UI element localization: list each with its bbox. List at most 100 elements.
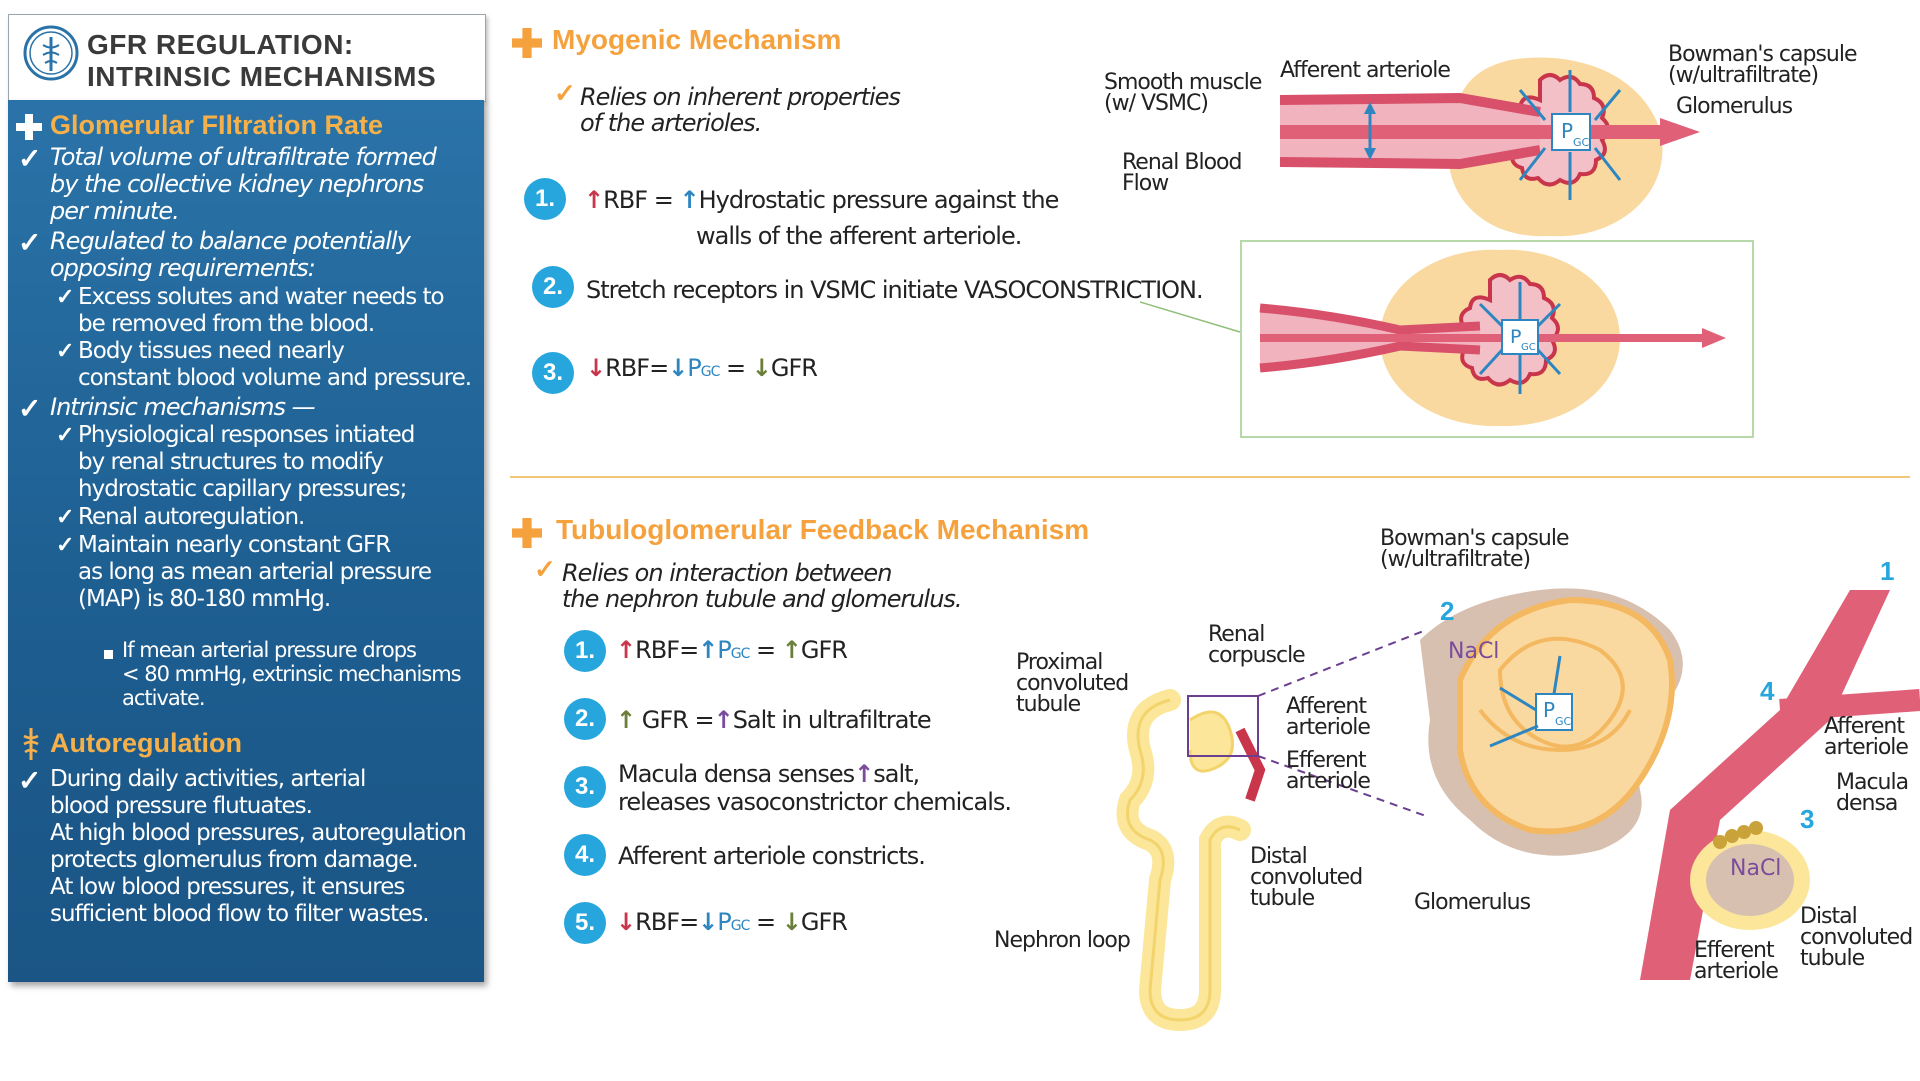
nephron-diagram <box>1116 689 1266 1032</box>
myogenic-diagram-normal: P GC <box>1279 57 1700 237</box>
myogenic-diagram-constricted: P GC <box>1259 249 1726 427</box>
tgf-step-4: Afferent arteriole constricts. <box>618 842 926 870</box>
step-number: 3. <box>532 352 574 394</box>
tgf-diagram: P GC NaCl NaCl 1 2 3 4 <box>1420 560 1920 980</box>
check-icon: ✓ <box>534 554 556 584</box>
myogenic-step-1: ↑RBF = ↑Hydrostatic pressure against the <box>584 186 1059 214</box>
renal-blood-flow-label: Renal Blood Flow <box>1122 150 1242 196</box>
myogenic-step-2: Stretch receptors in VSMC initiate VASOC… <box>586 276 1204 304</box>
check-icon: ✓ <box>56 504 75 529</box>
check-icon: ✓ <box>18 765 42 796</box>
gfr-point-2: Regulated to balance potentially opposin… <box>50 227 411 282</box>
section-divider <box>510 476 1910 478</box>
bowmans-capsule-label: Bowman's capsule (w/ultrafiltrate) <box>1668 42 1857 88</box>
check-icon: ✓ <box>18 393 42 424</box>
step-number: 2. <box>564 698 606 740</box>
step-number: 4. <box>564 834 606 876</box>
check-icon: ✓ <box>18 143 42 174</box>
distal-tubule-big-label: Distal convoluted tubule <box>1800 904 1913 971</box>
renal-corpuscle-label: Renal corpuscle <box>1208 622 1306 668</box>
tgf-relies: Relies on interaction between the nephro… <box>562 559 963 613</box>
callout-line <box>1140 301 1241 333</box>
intrinsic-point-2: Renal autoregulation. <box>78 504 305 530</box>
plus-icon <box>512 518 542 548</box>
nephron-loop-label: Nephron loop <box>994 928 1131 953</box>
svg-text:4: 4 <box>1760 676 1775 706</box>
gfr-info-panel: Glomerular FIltration Rate ✓ Total volum… <box>8 100 484 982</box>
svg-text:1: 1 <box>1880 560 1894 586</box>
requirement-1: Excess solutes and water needs to be rem… <box>78 284 445 337</box>
down-arrow-icon: ↓ <box>781 908 802 936</box>
pgc-p-label: P <box>1561 119 1573 143</box>
proximal-tubule-label: Proximal convoluted tubule <box>1016 650 1129 717</box>
efferent-arteriole-small-label: Efferent arteriole <box>1286 748 1371 794</box>
tgf-heading: Tubuloglomerular Feedback Mechanism <box>556 514 1090 545</box>
step-number: 5. <box>564 902 606 944</box>
step-number: 1. <box>564 630 606 672</box>
gfr-point-1: Total volume of ultrafiltrate formed by … <box>50 143 437 225</box>
afferent-arteriole-big-label: Afferent arteriole <box>1824 714 1909 760</box>
pgc-gc-label: GC <box>1555 715 1572 728</box>
efferent-arteriole-big-label: Efferent arteriole <box>1694 938 1779 984</box>
down-arrow-icon: ↓ <box>698 908 718 936</box>
smooth-muscle-label: Smooth muscle (w/ VSMC) <box>1104 70 1262 116</box>
tgf-step-3: Macula densa senses↑salt, releases vasoc… <box>618 760 1012 816</box>
autoregulation-text: During daily activities, arterial blood … <box>50 766 467 927</box>
up-arrow-icon: ↑ <box>616 636 636 664</box>
down-arrow-icon: ↓ <box>668 354 688 382</box>
pgc-p-label: P <box>1543 698 1555 722</box>
bowmans-capsule-tgf-label: Bowman's capsule (w/ultrafiltrate) <box>1380 526 1569 572</box>
check-icon: ✓ <box>56 422 75 447</box>
zoom-lines <box>1257 629 1427 817</box>
autoregulation-heading: Autoregulation <box>50 728 242 758</box>
intrinsic-point-1: Physiological responses intiated by rena… <box>78 422 415 502</box>
check-icon: ✓ <box>18 227 42 258</box>
myogenic-step-3: ↓RBF=↓PGC = ↓GFR <box>586 354 818 382</box>
step-number: 1. <box>524 178 566 220</box>
title-box: GFR REGULATION: INTRINSIC MECHANISMS <box>8 14 486 102</box>
up-arrow-icon: ↑ <box>679 186 699 214</box>
plus-icon <box>16 114 42 140</box>
title-line-1: GFR REGULATION: <box>87 29 354 60</box>
glomerulus-label: Glomerulus <box>1676 94 1793 119</box>
extrinsic-note: If mean arterial pressure drops < 80 mmH… <box>122 638 462 710</box>
step-number: 2. <box>532 266 574 308</box>
requirement-2: Body tissues need nearly constant blood … <box>78 338 472 391</box>
check-icon: ✓ <box>56 338 75 363</box>
up-arrow-icon: ↑ <box>616 706 636 734</box>
down-arrow-icon: ↓ <box>616 908 636 936</box>
down-arrow-icon: ↓ <box>751 354 772 382</box>
myogenic-relies: Relies on inherent properties of the art… <box>580 83 901 137</box>
nacl-label: NaCl <box>1730 856 1781 881</box>
distal-tubule-small-label: Distal convoluted tubule <box>1250 844 1363 911</box>
caduceus-logo-icon <box>23 25 79 81</box>
gfr-heading: Glomerular FIltration Rate <box>50 110 384 140</box>
page-title: GFR REGULATION: INTRINSIC MECHANISMS <box>87 29 436 93</box>
pgc-p-label: P <box>1510 326 1521 348</box>
up-arrow-icon: ↑ <box>698 636 718 664</box>
tgf-step-1: ↑RBF=↑PGC = ↑GFR <box>616 636 848 664</box>
myogenic-heading: Myogenic Mechanism <box>552 24 842 55</box>
check-icon: ✓ <box>56 532 75 557</box>
afferent-arteriole-label: Afferent arteriole <box>1280 58 1451 83</box>
pgc-gc-label: GC <box>1573 136 1590 149</box>
up-arrow-icon: ↑ <box>584 186 604 214</box>
step-number: 3. <box>564 766 606 808</box>
afferent-arteriole-small-label: Afferent arteriole <box>1286 694 1371 740</box>
svg-text:3: 3 <box>1800 804 1814 834</box>
intrinsic-heading: Intrinsic mechanisms — <box>50 393 316 421</box>
tgf-step-2: ↑ GFR =↑Salt in ultrafiltrate <box>616 706 932 734</box>
myogenic-step-1-line2: walls of the afferent arteriole. <box>696 222 1022 250</box>
down-arrow-icon: ↓ <box>586 354 606 382</box>
pgc-gc-label: GC <box>1521 342 1536 353</box>
intrinsic-point-3: Maintain nearly constant GFR as long as … <box>78 532 432 612</box>
up-arrow-icon: ↑ <box>713 706 734 734</box>
check-icon: ✓ <box>56 284 75 309</box>
constricted-diagram-frame <box>1240 240 1754 438</box>
nacl-label: NaCl <box>1448 639 1499 664</box>
title-line-2: INTRINSIC MECHANISMS <box>87 61 437 92</box>
caduceus-icon <box>23 728 39 760</box>
up-arrow-icon: ↑ <box>854 760 874 788</box>
svg-text:2: 2 <box>1440 596 1454 626</box>
tgf-step-5: ↓RBF=↓PGC = ↓GFR <box>616 908 848 936</box>
